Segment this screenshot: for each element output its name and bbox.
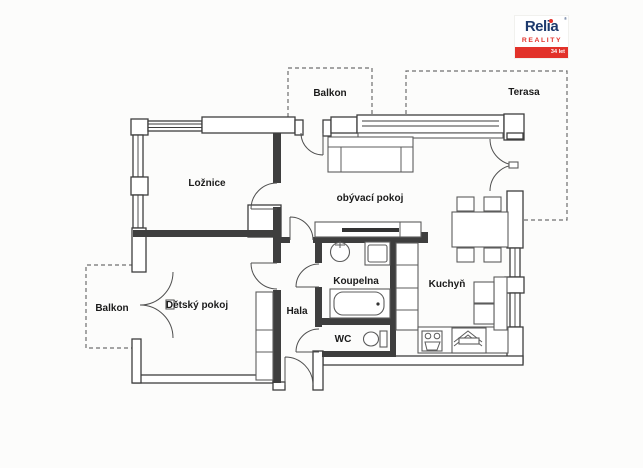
door-balcony-left-french (139, 271, 175, 339)
kitchen-sink (421, 330, 443, 352)
room-label-hala: Hala (286, 306, 308, 317)
relia-logo: Relia ® REALITY 34 let (515, 16, 568, 58)
door-hall-living (289, 216, 314, 241)
dining-table (451, 196, 509, 263)
washing-machine (364, 241, 391, 266)
room-label-kuchyn: Kuchyň (429, 279, 466, 290)
door-bathroom (295, 263, 320, 288)
room-label-wc: WC (335, 334, 352, 345)
kitchen-cabinets-east (473, 276, 508, 331)
exterior-walls (130, 113, 525, 391)
logo-name: Relia (524, 18, 559, 35)
logo-subtitle: REALITY (521, 37, 563, 44)
bathroom-sink (329, 241, 351, 263)
interior-walls (133, 133, 428, 383)
logo-red-dot-icon (548, 19, 553, 23)
stove (451, 327, 487, 354)
room-label-koupelna: Koupelna (333, 276, 379, 287)
room-label-detsky-pokoj: Dětský pokoj (166, 300, 228, 311)
room-label-terasa: Terasa (508, 87, 540, 98)
door-kidsroom (250, 262, 278, 290)
logo-name-wrap: Relia ® (515, 16, 568, 35)
door-entrance (284, 356, 314, 386)
room-label-obyvaci-pokoj: obývací pokoj (337, 193, 404, 204)
sofa (327, 136, 414, 173)
wardrobe (255, 291, 274, 381)
kitchen-counter-west (395, 242, 419, 331)
room-label-balkon-top: Balkon (313, 88, 346, 99)
bathtub (329, 288, 391, 319)
door-balcony-top (300, 132, 324, 156)
room-label-balkon-left: Balkon (95, 303, 128, 314)
logo-badge: 34 let (515, 47, 568, 58)
door-bedroom (250, 182, 278, 210)
tv-sideboard (314, 221, 422, 238)
door-wc (295, 328, 320, 353)
door-terrace-french (489, 138, 519, 192)
balcony-top-outline (287, 67, 373, 117)
balcony-left-outline (85, 264, 133, 349)
room-label-loznice: Ložnice (188, 178, 226, 189)
toilet (362, 330, 388, 348)
logo-registered-mark: ® (564, 16, 567, 21)
terrace-outline (405, 70, 568, 221)
window-sill (357, 132, 504, 139)
